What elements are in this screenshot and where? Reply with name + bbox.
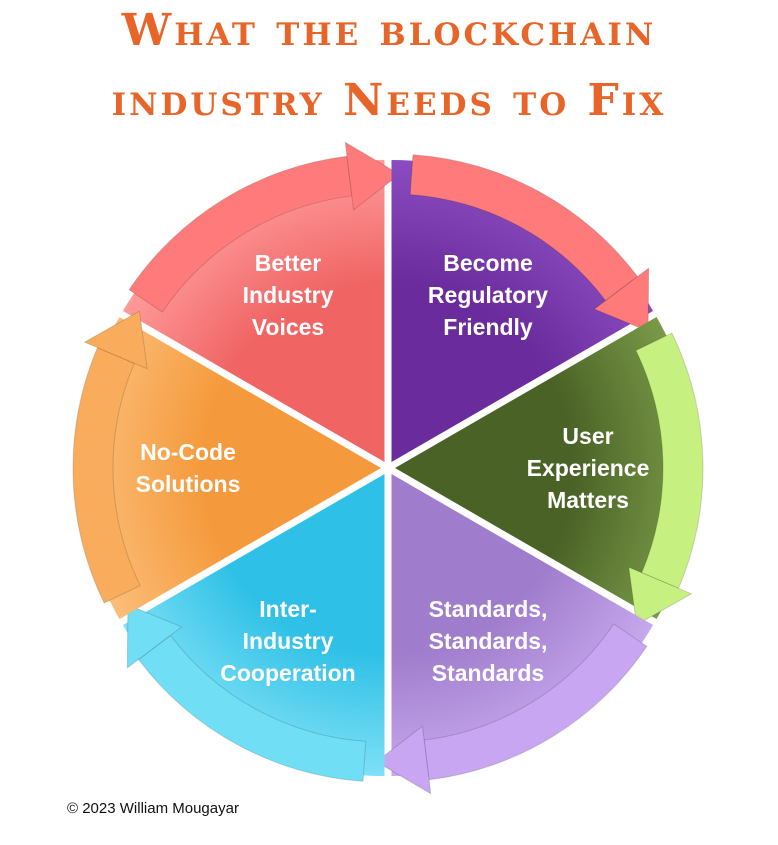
arrowhead-icon <box>126 604 183 669</box>
title-line-2: industry Needs to Fix <box>111 75 667 126</box>
segment-label-line: Solutions <box>136 471 241 497</box>
arrowhead-icon <box>593 267 650 332</box>
arrowhead-icon <box>628 566 693 626</box>
segment-label-line: Cooperation <box>220 660 355 686</box>
segment-label-line: Regulatory <box>428 282 548 308</box>
segment-label-line: Standards, <box>429 628 548 654</box>
cycle-arrow-band <box>128 155 353 313</box>
segment-wedge <box>395 317 697 619</box>
segment-label-line: Inter- <box>259 596 317 622</box>
cycle-arrow-band <box>72 346 141 604</box>
segment-wedge <box>78 317 381 619</box>
segment-standards: Standards, Standards, Standards <box>375 474 654 795</box>
segment-label-line: Better <box>255 250 322 276</box>
title-line-1: What the blockchain <box>121 5 657 56</box>
segment-label-line: Standards, <box>429 596 548 622</box>
copyright: © 2023 William Mougayar <box>67 800 239 817</box>
segment-label-line: Become <box>443 250 532 276</box>
segment-label-line: Voices <box>252 314 324 340</box>
segment-label-line: Friendly <box>443 314 533 340</box>
segment-label-line: Industry <box>243 628 334 654</box>
segment-label-line: User <box>562 423 613 449</box>
cycle-arrow-band <box>423 623 648 781</box>
segment-label-line: Experience <box>527 455 650 481</box>
segment-label-line: Standards <box>432 660 544 686</box>
arrowhead-icon <box>344 141 401 211</box>
segment-label-line: Matters <box>547 487 629 513</box>
segment-label-line: No-Code <box>140 439 236 465</box>
cycle-arrow-band <box>635 332 704 590</box>
segment-label-line: Industry <box>243 282 334 308</box>
arrowhead-icon <box>83 310 148 370</box>
arrowhead-icon <box>375 725 432 795</box>
